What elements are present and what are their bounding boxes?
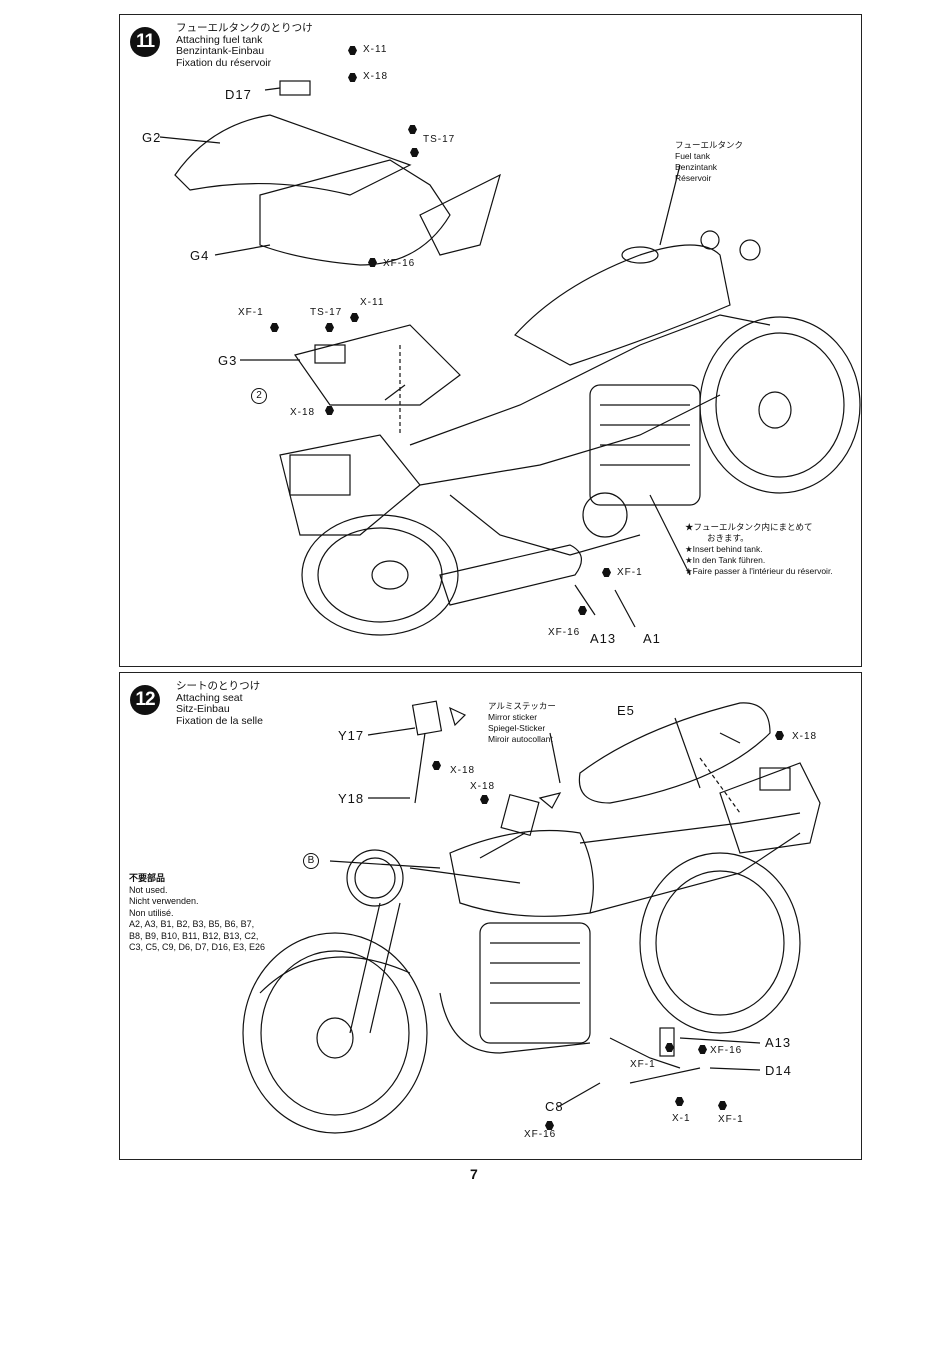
part-label-d14: D14	[765, 1063, 792, 1078]
note-line: おきます。	[707, 533, 749, 543]
title-french: Fixation de la selle	[176, 714, 263, 727]
screw-icon	[480, 795, 489, 804]
screw-label-xf1: XF-1	[630, 1059, 656, 1070]
note-line: ★In den Tank führen.	[685, 555, 766, 565]
screw-label-ts17: TS-17	[423, 134, 456, 145]
screw-icon	[665, 1043, 674, 1052]
screw-label-ts17: TS-17	[310, 307, 343, 318]
part-label-g2: G2	[142, 130, 162, 145]
screw-label-xf1: XF-1	[718, 1114, 744, 1125]
step-11-panel: 11 フューエルタンクのとりつけ Attaching fuel tank Ben…	[119, 14, 862, 667]
part-label-a13: A13	[590, 631, 617, 646]
screw-icon	[408, 125, 417, 134]
part-label-y17: Y17	[338, 728, 365, 743]
unused-parts-note: 不要部品 Not used. Nicht verwenden. Non util…	[129, 873, 265, 954]
part-label-d17: D17	[225, 87, 252, 102]
screw-icon	[775, 731, 784, 740]
step-title: フューエルタンクのとりつけ Attaching fuel tank Benzin…	[176, 22, 313, 69]
screw-icon	[718, 1101, 727, 1110]
sticker-label-fr: Miroir autocollant	[488, 734, 553, 744]
note-line: ★Insert behind tank.	[685, 544, 763, 554]
unused-line: Nicht verwenden.	[129, 896, 199, 906]
screw-label-xf1: XF-1	[617, 567, 643, 578]
sticker-label-de: Spiegel-Sticker	[488, 723, 546, 733]
tank-label: フューエルタンク Fuel tank Benzintank Réservoir	[675, 140, 743, 184]
sticker-label-ja: アルミステッカー	[488, 701, 556, 711]
note-line: ★フューエルタンク内にまとめて	[685, 522, 813, 532]
unused-part-list: B8, B9, B10, B11, B12, B13, C2,	[129, 930, 259, 941]
unused-part-list: C3, C5, C9, D6, D7, D16, E3, E26	[129, 942, 266, 952]
unused-part-list: A2, A3, B1, B2, B3, B5, B6, B7,	[129, 919, 255, 929]
title-french: Fixation du réservoir	[176, 56, 272, 69]
part-label-e5: E5	[617, 703, 635, 718]
tank-label-fr: Réservoir	[675, 173, 712, 183]
title-german: Benzintank-Einbau	[176, 45, 265, 57]
tank-label-en: Fuel tank	[675, 151, 710, 161]
part-label-g3: G3	[218, 353, 238, 368]
screw-label-x18: X-18	[290, 407, 316, 418]
unused-heading: 不要部品	[129, 873, 166, 883]
step-title: シートのとりつけ Attaching seat Sitz-Einbau Fixa…	[176, 680, 263, 727]
screw-icon	[348, 46, 357, 55]
mirror-sticker-label: アルミステッカー Mirror sticker Spiegel-Sticker …	[488, 701, 556, 745]
screw-label-x1: X-1	[672, 1113, 691, 1124]
fuel-tank-illustration	[159, 80, 861, 636]
cable-note: ★フューエルタンク内にまとめて おきます。 ★Insert behind tan…	[685, 522, 833, 577]
part-label-g4: G4	[190, 248, 210, 263]
part-label-y18: Y18	[338, 791, 365, 806]
title-english: Attaching seat	[176, 691, 243, 704]
note-line: ★Faire passer à l'intérieur du réservoir…	[685, 566, 833, 576]
tank-label-ja: フューエルタンク	[675, 140, 744, 150]
title-german: Sitz-Einbau	[176, 703, 230, 715]
screw-label-xf16: XF-16	[524, 1129, 557, 1140]
unused-line: Not used.	[129, 884, 168, 895]
tank-label-de: Benzintank	[675, 162, 718, 172]
marker-circle: 2	[251, 388, 267, 404]
screw-icon	[545, 1121, 554, 1130]
step-12-panel: 12 シートのとりつけ Attaching seat Sitz-Einbau F…	[119, 672, 862, 1160]
sticker-label-en: Mirror sticker	[488, 712, 538, 722]
screw-icon	[432, 761, 441, 770]
screw-label-x18: X-18	[470, 781, 496, 792]
part-label-a1: A1	[643, 631, 661, 646]
screw-icon	[325, 323, 334, 332]
screw-icon	[368, 258, 377, 267]
screw-icon	[348, 73, 357, 82]
screw-label-xf1: XF-1	[238, 307, 264, 318]
unused-line: Non utilisé.	[129, 907, 174, 918]
screw-icon	[270, 323, 279, 332]
step-number: 12	[130, 685, 160, 715]
screw-label-x11: X-11	[363, 44, 388, 55]
screw-label-x18: X-18	[450, 765, 476, 776]
page-number: 7	[470, 1166, 478, 1182]
part-label-c8: C8	[545, 1099, 564, 1114]
screw-icon	[602, 568, 611, 577]
seat-illustration	[242, 700, 821, 1134]
marker-circle-b: B	[303, 853, 319, 869]
step-number: 11	[130, 27, 160, 57]
screw-icon	[350, 313, 359, 322]
screw-label-x18: X-18	[792, 731, 818, 742]
title-japanese: シートのとりつけ	[176, 680, 261, 692]
screw-icon	[410, 148, 419, 157]
screw-label-x18: X-18	[363, 71, 389, 82]
screw-icon	[675, 1097, 684, 1106]
screw-label-xf16: XF-16	[548, 627, 581, 638]
title-japanese: フューエルタンクのとりつけ	[176, 22, 313, 34]
screw-icon	[578, 606, 587, 615]
screw-label-xf16: XF-16	[383, 258, 416, 269]
part-label-a13: A13	[765, 1035, 792, 1050]
screw-icon	[698, 1045, 707, 1054]
title-english: Attaching fuel tank	[176, 33, 263, 46]
screw-label-xf16: XF-16	[710, 1045, 743, 1056]
screw-label-x11: X-11	[360, 297, 385, 308]
screw-icon	[325, 406, 334, 415]
